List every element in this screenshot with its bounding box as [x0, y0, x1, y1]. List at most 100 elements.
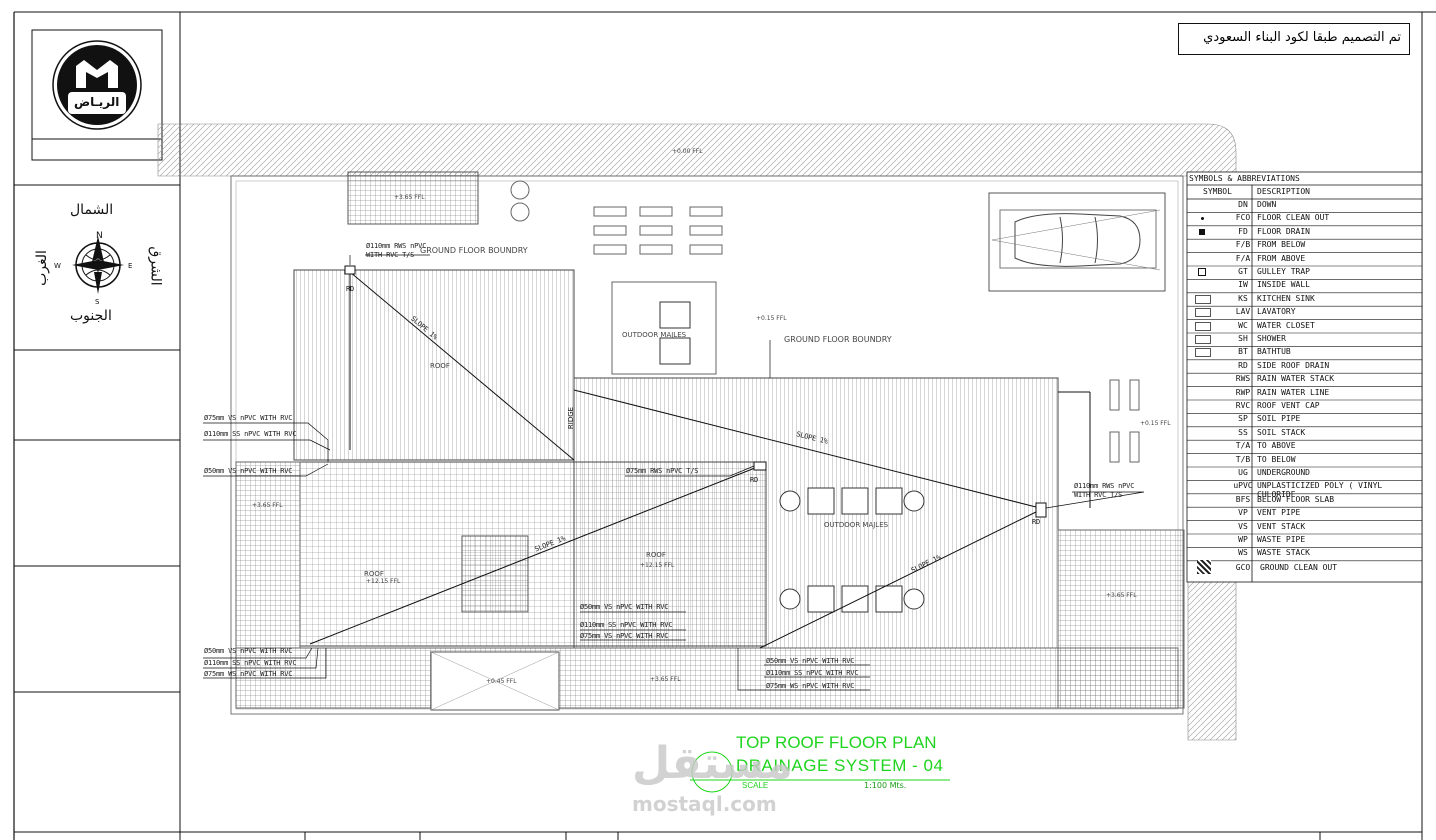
compass-rose-icon: N: [72, 231, 124, 294]
legend-abbr: FD: [1238, 226, 1248, 236]
legend-desc: SOIL STACK: [1257, 427, 1306, 437]
outdoor-furniture: [659, 301, 925, 613]
outdoor-majles-room: [611, 281, 717, 375]
legend-abbr: WP: [1238, 535, 1248, 544]
floor-clean-out-icon: [1201, 217, 1204, 221]
legend-empty-symbol: [1197, 389, 1207, 398]
ffl-3: +0.15 FFL: [1140, 420, 1171, 427]
compass-w: W: [54, 262, 61, 270]
logo-text: الريـاض: [74, 95, 120, 109]
legend-desc: BELOW FLOOR SLAB: [1257, 494, 1335, 504]
legend-abbr: RVC: [1235, 401, 1251, 410]
legend-desc: WASTE PIPE: [1257, 535, 1306, 544]
pipe-note-13: Ø50mm VS nPVC WITH RVC: [766, 657, 855, 665]
legend-desc: SIDE ROOF DRAIN: [1257, 360, 1330, 370]
pipe-note-2: Ø75mm VS nPVC WITH RVC: [204, 414, 293, 422]
legend-header: SYMBOL DESCRIPTION: [1187, 186, 1422, 199]
legend-desc: WASTE STACK: [1257, 548, 1310, 558]
left-terrace: [235, 461, 301, 649]
legend-desc: SOIL PIPE: [1257, 414, 1301, 424]
leader-lines: [203, 254, 1145, 691]
ffl-5: +0.45 FFL: [486, 678, 517, 685]
legend-abbr: BT: [1238, 347, 1248, 357]
legend-empty-symbol: [1197, 375, 1207, 384]
legend-abbr: GT: [1238, 267, 1248, 276]
compass-e: E: [128, 262, 133, 270]
legend-desc: VENT PIPE: [1257, 508, 1301, 518]
legend-abbr: F/A: [1235, 253, 1251, 263]
rd-label-3: RD: [1032, 518, 1041, 526]
legend-desc: TO ABOVE: [1257, 441, 1296, 451]
wc-fixture-icon: [1195, 321, 1211, 331]
svg-text:N: N: [96, 231, 103, 241]
legend-row: SH SHOWER: [1187, 333, 1422, 346]
legend-row: WP WASTE PIPE: [1187, 534, 1422, 547]
pipe-note-6b: WITH RVC T/S: [1074, 491, 1123, 499]
legend-abbr: KS: [1238, 293, 1248, 303]
legend-abbr: RWS: [1235, 374, 1251, 384]
legend-abbr: LAV: [1235, 307, 1251, 317]
legend-desc: FROM BELOW: [1257, 240, 1306, 250]
legend-col-desc: DESCRIPTION: [1257, 187, 1310, 196]
code-note-box: تم التصميم طبقا لكود البناء السعودي: [1178, 23, 1410, 55]
legend-desc: TO BELOW: [1257, 454, 1296, 464]
legend-desc: RAIN WATER STACK: [1257, 374, 1335, 384]
top-hatch-room: [347, 171, 479, 225]
legend-desc: INSIDE WALL: [1257, 280, 1310, 290]
legend-abbr: T/B: [1235, 454, 1251, 464]
legend-empty-symbol: [1197, 442, 1207, 451]
legend-title-text: SYMBOLS & ABBREVIATIONS: [1189, 174, 1300, 183]
legend-empty-symbol: [1197, 281, 1207, 290]
legend-desc: RAIN WATER LINE: [1257, 387, 1330, 397]
pipe-note-11: Ø110mm SS nPVC WITH RVC: [204, 659, 297, 667]
legend-desc: BATHTUB: [1257, 347, 1291, 357]
ground-boundary-mid: GROUND FLOOR BOUNDRY: [784, 335, 892, 344]
sh-fixture-icon: [1195, 335, 1211, 344]
compass-south: الجنوب: [70, 308, 112, 324]
scale-label: SCALE: [742, 781, 769, 790]
watermark-brand-en: mostaql.com: [632, 792, 777, 816]
legend-row: RWS RAIN WATER STACK: [1187, 373, 1422, 386]
pipe-note-3: Ø110mm SS nPVC WITH RVC: [204, 430, 297, 438]
car-parking: [988, 192, 1166, 292]
drawing-title-line2: DRAINAGE SYSTEM - 04: [736, 756, 944, 775]
ridge-label: RIDGE: [567, 406, 576, 430]
legend-desc: SHOWER: [1257, 334, 1286, 343]
legend-abbr: WC: [1238, 320, 1248, 330]
floor-drain-icon: [1199, 228, 1205, 235]
pipe-note-14: Ø110mm SS nPVC WITH RVC: [766, 669, 859, 677]
legend-desc: DOWN: [1257, 200, 1277, 209]
cfl-2: +12.15 FFL: [640, 562, 675, 569]
legend-desc: FLOOR DRAIN: [1257, 226, 1310, 236]
compass-west: الغرب: [33, 250, 50, 286]
gulley-trap-icon: [1198, 268, 1206, 276]
pipe-note-15: Ø75mm WS nPVC WITH RVC: [766, 682, 855, 690]
rd-label-2: RD: [750, 476, 759, 484]
roof-label-2: ROOF: [364, 570, 384, 578]
legend-empty-symbol: [1197, 402, 1207, 411]
legend-row: T/B TO BELOW: [1187, 454, 1422, 467]
legend-col-symbol: SYMBOL: [1203, 187, 1232, 196]
roof-label-1: ROOF: [430, 362, 450, 370]
legend-empty-symbol: [1197, 496, 1207, 505]
legend-abbr: RD: [1238, 360, 1248, 370]
legend-empty-symbol: [1197, 469, 1207, 478]
pipe-note-6a: Ø110mm RWS nPVC: [1074, 482, 1135, 490]
legend-empty-symbol: [1197, 201, 1207, 210]
lav-fixture-icon: [1195, 308, 1211, 318]
legend-abbr: SH: [1238, 334, 1248, 343]
sink-fixture-icon: [1195, 294, 1211, 304]
